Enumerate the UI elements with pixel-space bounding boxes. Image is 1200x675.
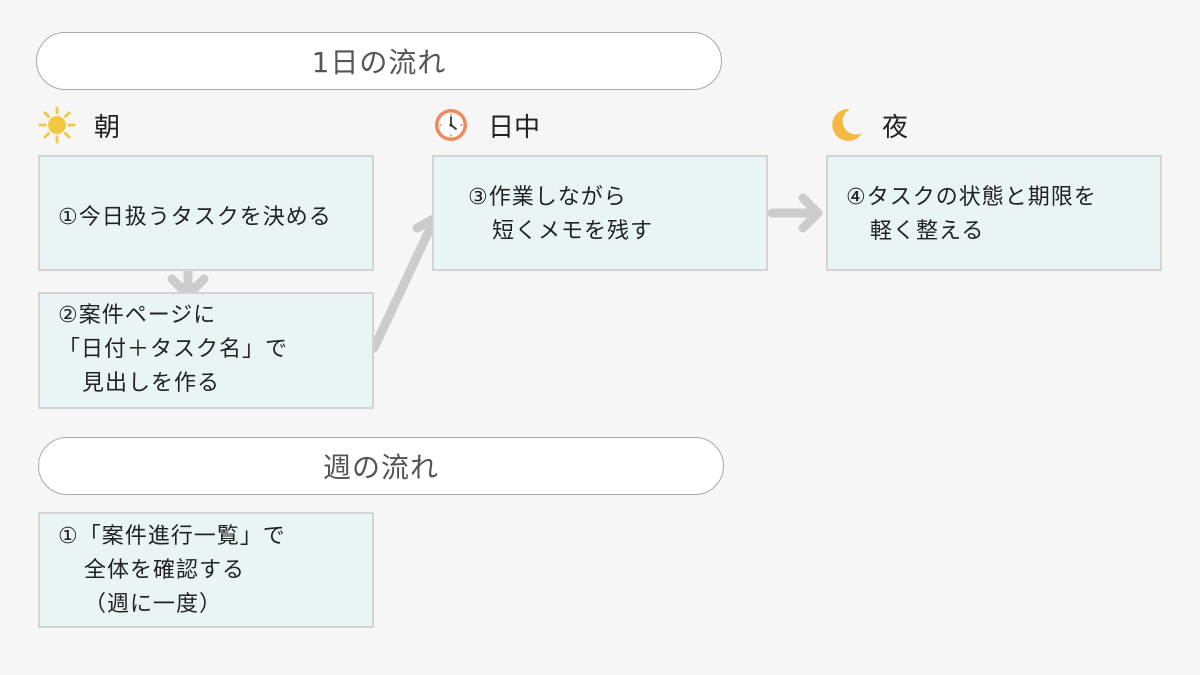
step-3-line-2: 短くメモを残す [492, 219, 654, 244]
step-4-box: ④タスクの状態と期限を 軽く整える [826, 155, 1162, 271]
step-2-line-3: 見出しを作る [82, 371, 221, 396]
step-1-box: ①今日扱うタスクを決める [38, 155, 374, 271]
day-flow-title: 1日の流れ [36, 32, 722, 90]
daytime-heading: 日中 [432, 106, 540, 144]
week-step-1-line-2: 全体を確認する [84, 558, 246, 583]
moon-icon [832, 108, 862, 141]
step-4-line-2: 軽く整える [870, 219, 985, 244]
step-3-line-1: ③作業しながら [468, 185, 627, 210]
step-2-line-2: 「日付＋タスク名」で [58, 337, 289, 362]
step-2-box: ②案件ページに 「日付＋タスク名」で 見出しを作る [38, 292, 374, 409]
step-2-line-1: ②案件ページに [58, 303, 217, 328]
morning-heading: 朝 [38, 106, 120, 144]
week-flow-title: 週の流れ [38, 437, 724, 495]
week-step-1-box: ①「案件進行一覧」で 全体を確認する （週に一度） [38, 512, 374, 628]
night-label: 夜 [882, 112, 909, 143]
step-1-line-1: ①今日扱うタスクを決める [58, 205, 332, 230]
step-3-box: ③作業しながら 短くメモを残す [432, 155, 768, 271]
arrow-step3-to-step4 [767, 193, 823, 233]
step-4-line-1: ④タスクの状態と期限を [846, 185, 1097, 210]
daytime-label: 日中 [488, 112, 541, 143]
week-step-1-line-1: ①「案件進行一覧」で [58, 524, 286, 549]
sun-icon [38, 106, 76, 144]
week-step-1-line-3: （週に一度） [84, 592, 223, 617]
morning-label: 朝 [94, 112, 121, 143]
clock-icon [435, 109, 467, 141]
night-heading: 夜 [826, 106, 908, 144]
arrow-step2-to-step3 [369, 213, 443, 353]
